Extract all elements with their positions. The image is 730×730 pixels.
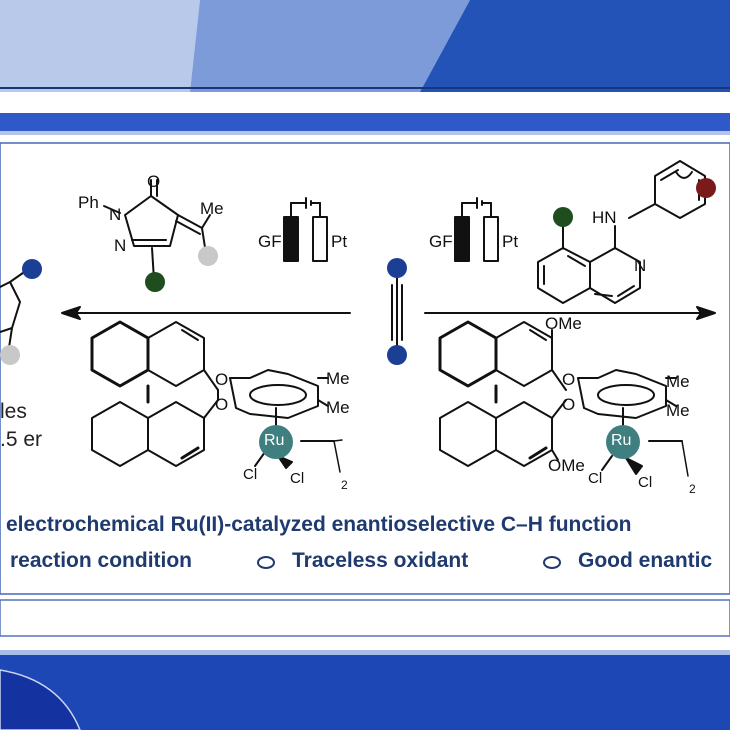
catalyst-right-me2: Me (666, 401, 690, 420)
electrode-right (454, 197, 499, 262)
catalyst-left-me1: Me (326, 369, 350, 388)
catalyst-left-structure (90, 320, 343, 473)
bottom-banner-edge (0, 650, 730, 655)
alkyne-top-sphere (387, 258, 407, 278)
catalyst-right-cl2: Cl (638, 474, 653, 491)
catalyst-right-o1: O (562, 370, 576, 389)
catalyst-right-cl1: Cl (588, 470, 603, 487)
catalyst-left-ru: Ru (264, 432, 285, 449)
pyrazolone-gray-sphere (198, 246, 218, 266)
arrow-right (424, 306, 716, 320)
right-cathode-label: Pt (502, 232, 519, 251)
catalyst-right-ome-top: OMe (545, 314, 582, 333)
bottom-banner (0, 650, 730, 730)
feature-2-bullet-icon (257, 556, 275, 569)
left-product-navy-sphere (22, 259, 42, 279)
pyrazolone-n2-label: N (114, 236, 127, 255)
catalyst-right-ru-sphere (606, 425, 640, 459)
catalyst-left-cl2: Cl (290, 470, 305, 487)
catalyst-right-o2: O (562, 395, 576, 414)
top-divider (0, 87, 730, 89)
pyrazolone-green-sphere (145, 272, 165, 292)
pyrazolone-phenyl-label: Ph (78, 193, 99, 212)
left-anode-label: GF (258, 232, 282, 251)
catalyst-right-structure (438, 320, 689, 477)
top-banner-dark-panel (420, 0, 730, 92)
top-banner-light-panel (0, 0, 200, 92)
content-frame (0, 142, 730, 595)
header-stripe (0, 113, 730, 135)
catalyst-left-o1: O (215, 370, 229, 389)
catalyst-right-ome-bottom: OMe (548, 456, 585, 475)
catalyst-left-me2: Me (326, 398, 350, 417)
aminoisoquinoline-reagent (537, 160, 706, 304)
amine-label: HN (592, 208, 617, 227)
alkyne-reagent (391, 271, 403, 353)
pyrazolone-reagent (103, 179, 211, 281)
pyrazolone-oxygen-label: O (147, 172, 161, 191)
arrow-left (61, 306, 351, 320)
lower-frame (0, 599, 730, 637)
catalyst-left-ru-sphere (259, 425, 293, 459)
left-product-caption-line1: les (0, 400, 27, 423)
feature-3: Good enantic (578, 549, 713, 572)
feature-2: Traceless oxidant (292, 549, 469, 572)
aryl-red-sphere (696, 178, 716, 198)
isoquinoline-green-sphere (553, 207, 573, 227)
left-cathode-label: Pt (331, 232, 348, 251)
catalyst-right-me1: Me (666, 372, 690, 391)
left-product-caption-line2: .5 er (0, 428, 43, 451)
catalyst-right-subscript: 2 (689, 482, 696, 496)
top-banner-mid-panel (190, 0, 470, 92)
feature-1: reaction condition (10, 549, 193, 572)
left-product-gray-sphere (0, 345, 20, 365)
electrode-left (283, 197, 328, 262)
alkyne-bottom-sphere (387, 345, 407, 365)
right-anode-label: GF (429, 232, 453, 251)
isoquinoline-n-label: N (634, 256, 647, 275)
pyrazolone-n1-label: N (109, 205, 122, 224)
feature-3-bullet-icon (543, 556, 561, 569)
catalyst-left-cl1: Cl (243, 466, 258, 483)
headline: electrochemical Ru(II)-catalyzed enantio… (6, 513, 632, 536)
pyrazolone-methyl-label: Me (200, 199, 224, 218)
catalyst-right-ru: Ru (611, 432, 632, 449)
catalyst-left-o2: O (215, 395, 229, 414)
catalyst-left-subscript: 2 (341, 478, 348, 492)
header-stripe-accent (0, 131, 730, 135)
